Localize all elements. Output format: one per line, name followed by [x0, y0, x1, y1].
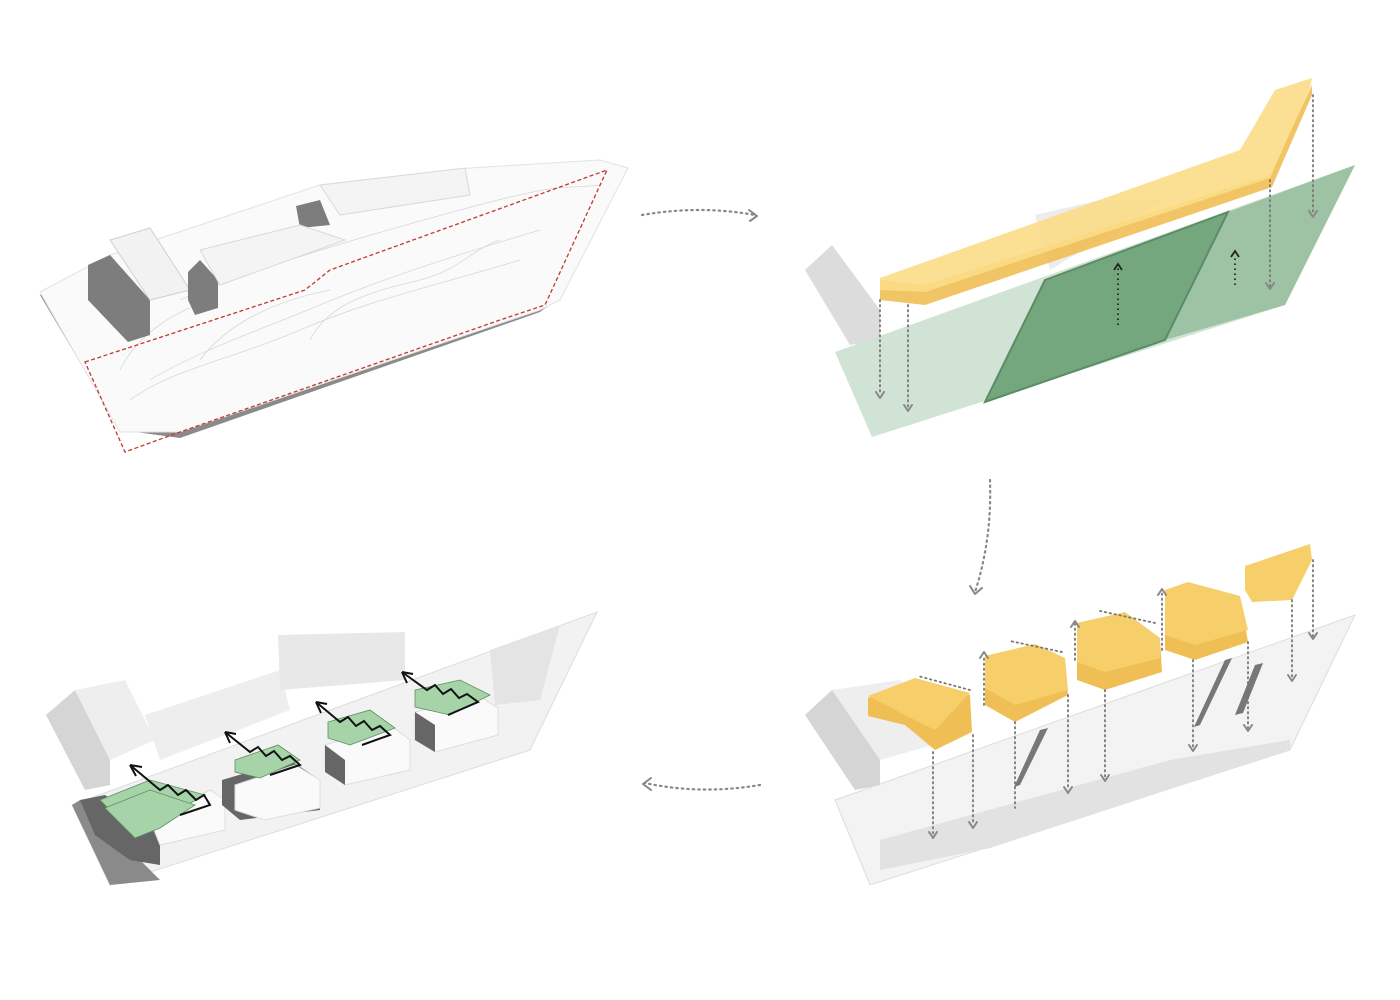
site-ground	[39, 159, 629, 433]
base-plinth-edge	[880, 740, 1290, 870]
slot-void	[1194, 658, 1232, 727]
context-building	[75, 680, 155, 760]
context-building	[805, 245, 880, 345]
dotted-arrows	[917, 559, 1318, 839]
panel-terraced-buildings	[46, 611, 598, 886]
panel-massing-and-ground-plane	[805, 78, 1355, 437]
massing-bar-side	[880, 85, 1312, 305]
context-building	[278, 632, 405, 690]
green-terraces	[99, 679, 491, 839]
flow-arrow-right	[640, 208, 758, 222]
flow-arrow-down	[969, 478, 992, 595]
ground-plane-green	[983, 210, 1231, 404]
yellow-volumes	[868, 544, 1312, 750]
flow-arrow-left	[642, 777, 762, 791]
existing-building	[188, 260, 218, 315]
panel-site-analysis	[39, 159, 629, 453]
ground-plane-mid	[1165, 165, 1355, 340]
dotted-down-arrows	[875, 94, 1318, 412]
existing-building	[88, 255, 150, 342]
dotted-up-arrows	[1113, 249, 1240, 325]
existing-building	[319, 167, 471, 216]
context-building	[805, 690, 880, 790]
existing-building	[296, 200, 330, 228]
site-boundary	[84, 168, 609, 453]
slot-void	[1235, 663, 1263, 715]
circulation-arrows	[129, 671, 481, 816]
massing-bar-top	[880, 78, 1312, 292]
context-building	[490, 625, 560, 705]
existing-building	[199, 224, 347, 286]
slot-void	[1014, 728, 1048, 787]
panel-volumes-split	[805, 544, 1356, 886]
context-building	[145, 670, 290, 760]
context-building	[46, 690, 110, 790]
